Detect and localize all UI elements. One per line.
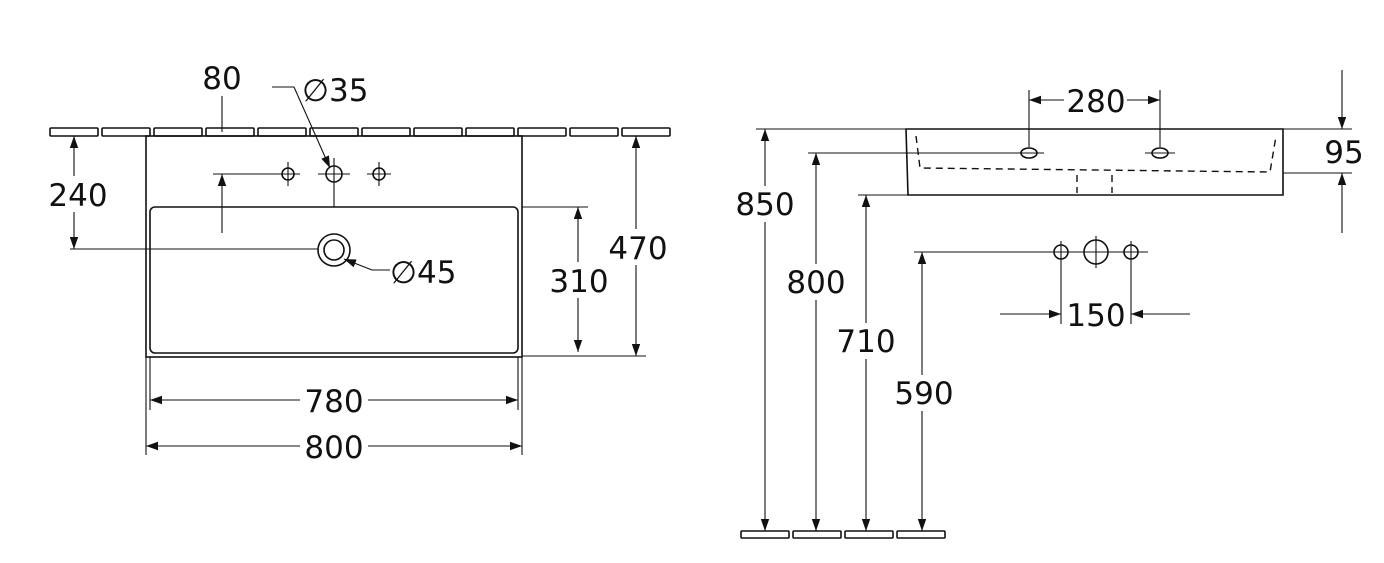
basin-profile: [905, 128, 1284, 196]
dim-780-label: 780: [304, 384, 363, 420]
dim-280-label: 280: [1066, 84, 1125, 120]
floor-hatching: [740, 530, 946, 539]
dim-800-height-label: 800: [786, 265, 845, 301]
bowl-outline: [149, 206, 519, 354]
dim-150-label: 150: [1066, 298, 1125, 334]
wall-hatching: [49, 127, 671, 137]
dim-800-label: 800: [304, 430, 363, 466]
dim-710-label: 710: [836, 324, 895, 360]
plan-view: 80 ∅35 240 ∅45 310 470 780: [44, 61, 671, 466]
dim-850-label: 850: [735, 187, 794, 223]
side-view: 280 95 850 800 710 590: [734, 70, 1364, 539]
dim-80-label: 80: [202, 61, 241, 97]
dim-95-label: 95: [1324, 135, 1363, 171]
waste-outlet: [317, 233, 351, 267]
dim-d35-label: ∅35: [302, 73, 368, 109]
dim-590-label: 590: [894, 376, 953, 412]
dim-470-label: 470: [608, 231, 667, 267]
tap-holes: [276, 158, 391, 190]
dim-240-label: 240: [48, 178, 107, 214]
wall-tap-holes: [1053, 236, 1139, 324]
dim-d45-label: ∅45: [390, 255, 456, 291]
dim-310-label: 310: [549, 264, 608, 300]
basin-outline: [145, 135, 523, 358]
